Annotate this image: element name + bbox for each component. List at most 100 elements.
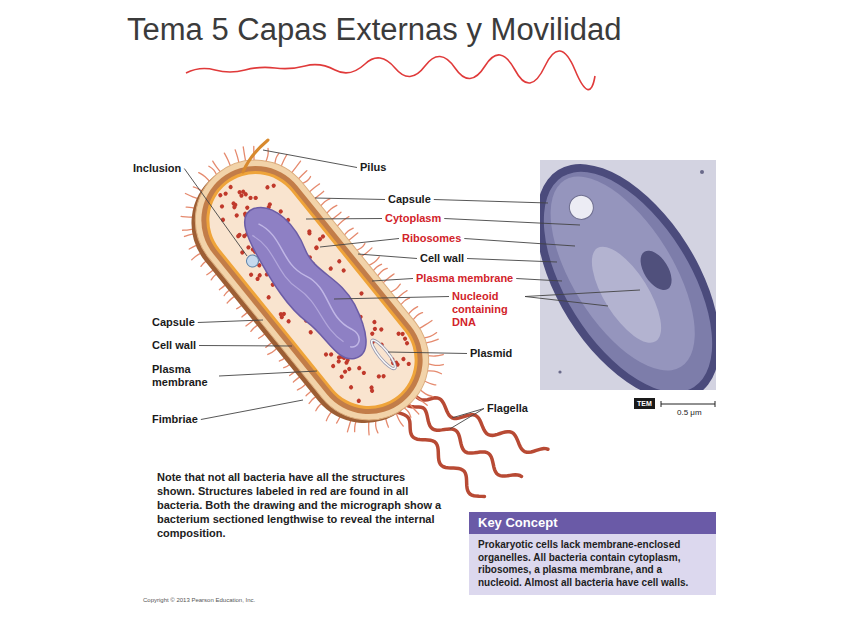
plasmid-loop xyxy=(369,338,399,372)
nucleoid-shape xyxy=(227,196,383,371)
scale-value: 0.5 μm xyxy=(677,408,702,418)
leader-line xyxy=(201,400,303,420)
slide-title: Tema 5 Capas Externas y Movilidad xyxy=(127,12,622,48)
part-label: Fimbriae xyxy=(152,413,198,426)
part-label: Flagella xyxy=(487,402,528,415)
concept-box: Key ConceptProkaryotic cells lack membra… xyxy=(469,512,716,595)
ribosome-dot xyxy=(369,388,375,394)
ribosome-dot xyxy=(320,234,326,240)
ribosome-dot xyxy=(248,272,254,278)
part-label: Inclusion xyxy=(133,162,181,175)
part-label: Cell wall xyxy=(420,252,464,265)
ribosome-dot xyxy=(278,311,284,317)
ribosome-dot xyxy=(240,189,246,195)
note-text: Note that not all bacteria have all the … xyxy=(157,470,445,540)
ribosome-dot xyxy=(348,384,354,390)
leader-line xyxy=(450,409,484,429)
ribosome-dot xyxy=(253,195,259,201)
ribosome-dot xyxy=(371,319,377,325)
ribosome-dot xyxy=(376,373,382,379)
plasmid-loop xyxy=(369,338,399,372)
ribosome-dot xyxy=(381,373,387,379)
leader-line xyxy=(434,200,548,204)
box-heading: Key Concept xyxy=(469,512,716,534)
leader-line xyxy=(315,198,385,200)
leader-line xyxy=(516,279,562,282)
box-body: Prokaryotic cells lack membrane-enclosed… xyxy=(469,534,716,595)
leader-line xyxy=(358,254,417,259)
flagella-group xyxy=(391,391,548,496)
part-label: Nucleoid containing DNA xyxy=(452,290,522,329)
leader-line xyxy=(464,239,575,247)
dark-patch xyxy=(634,245,678,295)
ribosome-dot xyxy=(306,230,312,236)
cell-interior xyxy=(540,160,716,390)
fimbriae-group xyxy=(151,117,473,465)
ribosome-dot xyxy=(361,370,367,376)
ribosome-dot xyxy=(323,352,329,358)
ribosome-dot xyxy=(266,294,272,300)
part-label: Cytoplasm xyxy=(385,212,441,225)
plasma-membrane-layer xyxy=(186,151,437,429)
ribosome-dot xyxy=(328,351,334,357)
ribosome-dot xyxy=(396,331,402,337)
leader-line xyxy=(372,279,413,282)
ribosome-dot xyxy=(245,244,251,250)
part-label: Plasma membrane xyxy=(152,363,216,389)
box-heading: TEM xyxy=(634,398,655,409)
ribosome-dot xyxy=(404,340,410,346)
inclusion-vacuole xyxy=(565,191,598,224)
ribosome-dot xyxy=(234,212,240,218)
part-label: Pilus xyxy=(360,161,386,174)
ribosome-dot xyxy=(286,318,292,324)
ribosome-dot xyxy=(341,268,347,274)
wavy-underline xyxy=(186,51,595,90)
ribosome-dot xyxy=(271,183,277,189)
cell-body xyxy=(540,160,716,390)
ribosome-dot xyxy=(356,365,362,371)
ribosome-dot xyxy=(267,201,273,207)
ribosome-dot xyxy=(244,205,250,211)
leader-line xyxy=(199,345,292,347)
ribosome-dot xyxy=(313,245,319,251)
ribosome-dot xyxy=(406,361,412,367)
part-label: Ribosomes xyxy=(402,232,461,245)
ribosome-dot xyxy=(235,233,241,239)
scale-badge: TEM xyxy=(634,398,655,409)
dna-strand xyxy=(254,219,363,349)
ribosome-dot xyxy=(339,374,345,380)
ribosome-dot xyxy=(219,203,225,209)
leader-line xyxy=(388,352,467,354)
pilus-line xyxy=(243,140,268,172)
nucleoid-region xyxy=(579,236,675,353)
ribosome-dot xyxy=(217,192,223,198)
leader-line xyxy=(444,219,580,226)
leader-line xyxy=(320,239,399,248)
part-label: Cell wall xyxy=(152,339,196,352)
ribosome-dot xyxy=(228,184,234,190)
ribosome-dot xyxy=(372,326,378,332)
leader-line xyxy=(263,150,357,168)
leader-line xyxy=(452,409,484,418)
ribosome-dot xyxy=(336,258,342,264)
dna-strand xyxy=(252,233,344,345)
cell-wall-layer xyxy=(179,144,444,436)
scale-tick xyxy=(715,401,716,407)
ribosome-dot xyxy=(400,356,406,362)
capsule-layer xyxy=(171,136,453,445)
ribosome-dot xyxy=(231,201,237,207)
leader-line xyxy=(306,218,382,220)
leader-line xyxy=(467,259,557,263)
ribosome-dot xyxy=(346,366,352,372)
ribosome-dot xyxy=(402,336,408,342)
ribosome-dot xyxy=(330,363,336,369)
ribosome-dot xyxy=(223,191,229,197)
ribosome-dot xyxy=(264,184,270,190)
part-label: Capsule xyxy=(152,316,195,329)
bacterium-drawing xyxy=(151,117,473,465)
cytoplasm-area xyxy=(191,155,434,424)
part-label: Capsule xyxy=(388,193,431,206)
scale-bar xyxy=(661,404,715,405)
